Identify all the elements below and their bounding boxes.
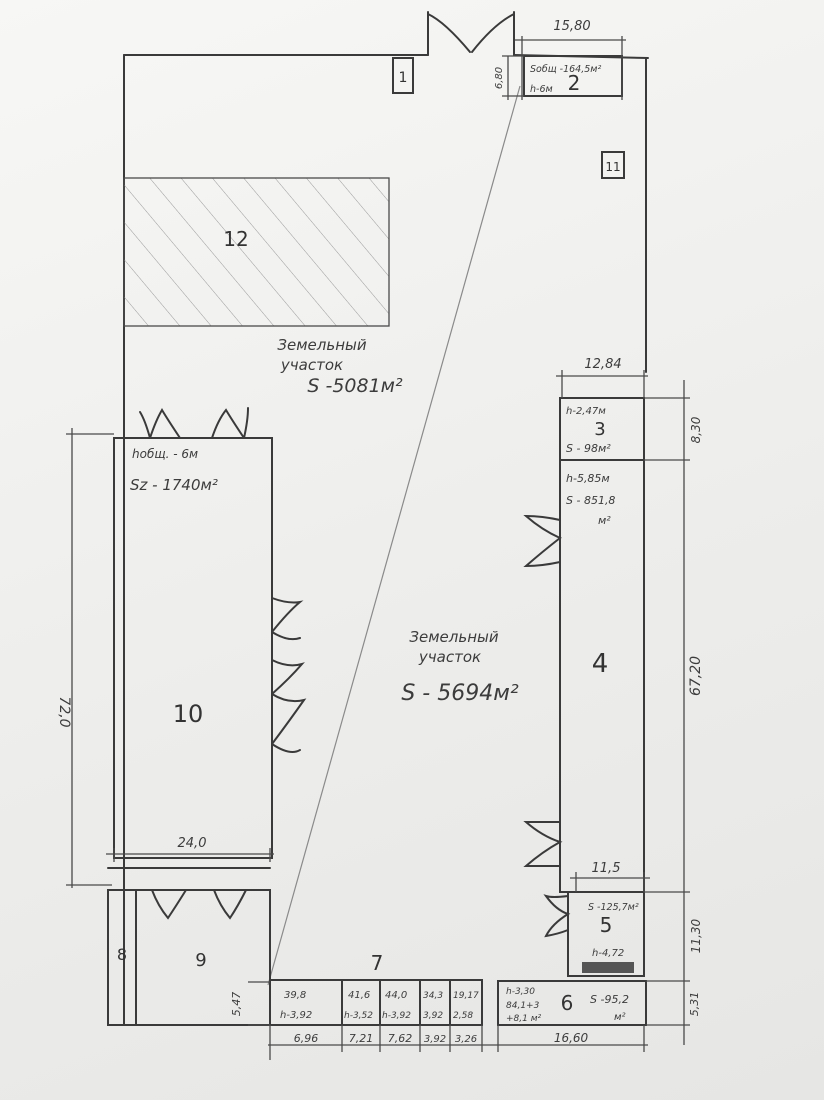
- building-10: [113, 407, 307, 859]
- label-building-8: 8: [117, 945, 127, 964]
- b4-height: h-5,85м: [566, 472, 610, 485]
- gate-top: [427, 11, 515, 56]
- dim-b3-height: 8,30: [689, 416, 703, 443]
- dim-b5-height: 11,30: [689, 918, 703, 953]
- b5-height: h-4,72: [592, 948, 624, 959]
- building-7: [269, 979, 483, 1026]
- land-lower-line1: Земельный: [409, 628, 498, 646]
- label-building-7: 7: [371, 951, 384, 975]
- b6-line2: 84,1+3: [506, 1001, 540, 1011]
- b2-height: h-6м: [530, 84, 553, 95]
- land-upper-area: S -5081м²: [307, 375, 403, 397]
- b3-height: h-2,47м: [566, 406, 606, 417]
- b7-cell-1-height: h-3,92: [280, 1010, 312, 1021]
- dim-top-height: 6,80: [494, 67, 505, 89]
- land-lower-line2: участок: [418, 648, 481, 666]
- dim-bottom-1: 6,96: [294, 1032, 319, 1045]
- b4-unit: м²: [598, 514, 611, 527]
- plot-division-line: [267, 85, 521, 986]
- building-1: [392, 57, 414, 94]
- dim-b5-width: 11,5: [592, 861, 621, 876]
- b6-unit: м²: [614, 1012, 626, 1023]
- b6-area: S -95,2: [590, 993, 629, 1006]
- dim-b4-height: 67,20: [688, 656, 704, 696]
- b7-cell-1-area: 39,8: [284, 990, 306, 1001]
- b10-height: hобщ. - 6м: [132, 447, 198, 461]
- label-building-2: 2: [568, 71, 581, 95]
- b7-cell-3-height: h-3,92: [382, 1011, 411, 1021]
- b7-cell-5-height: 2,58: [453, 1011, 473, 1021]
- building-6: [497, 980, 647, 1026]
- dimension-lines: [66, 36, 690, 1060]
- dim-bottom-5: 3,26: [455, 1034, 477, 1045]
- building-11: [601, 151, 625, 179]
- label-building-4: 4: [592, 649, 609, 679]
- b6-height: h-3,30: [506, 987, 535, 997]
- b7-cell-2-height: h-3,52: [344, 1011, 373, 1021]
- b7-cell-3-area: 44,0: [385, 990, 407, 1001]
- building-12: [123, 177, 390, 327]
- dim-b3-width: 12,84: [584, 357, 621, 372]
- dim-b6-height: 5,31: [688, 992, 701, 1017]
- label-building-3: 3: [594, 419, 605, 440]
- dim-b7-height: 5,47: [230, 992, 243, 1017]
- label-building-11: 11: [605, 160, 620, 174]
- b6-line3: +8,1 м²: [506, 1014, 542, 1024]
- land-lower-area: S - 5694м²: [401, 681, 518, 706]
- b7-cell-2-area: 41,6: [348, 990, 370, 1001]
- b3-area: S - 98м²: [566, 442, 611, 455]
- label-building-5: 5: [600, 913, 613, 937]
- building-9: [107, 867, 271, 1026]
- building-4: [523, 459, 645, 893]
- label-building-10: 10: [173, 700, 204, 728]
- b7-cell-5-area: 19,17: [453, 991, 479, 1001]
- dim-b10-height: 72,0: [56, 696, 72, 727]
- b4-area: S - 851,8: [566, 494, 615, 507]
- building-5: [543, 891, 645, 977]
- b10-area: Sz - 1740м²: [130, 476, 218, 494]
- dim-bottom-6: 16,60: [554, 1031, 589, 1045]
- b2-area: Sобщ -164,5м²: [530, 64, 601, 75]
- label-building-6: 6: [561, 991, 574, 1015]
- label-building-1: 1: [399, 70, 408, 86]
- b7-cell-4-height: 3,92: [423, 1011, 443, 1021]
- dim-bottom-3: 7,62: [388, 1032, 413, 1045]
- dim-bottom-2: 7,21: [349, 1032, 374, 1045]
- dim-bottom-4: 3,92: [424, 1034, 446, 1045]
- b5-area: S -125,7м²: [588, 902, 639, 913]
- land-upper-line1: Земельный: [277, 336, 366, 354]
- dim-top-width: 15,80: [553, 19, 590, 34]
- dim-b10-width: 24,0: [178, 836, 207, 851]
- land-upper-line2: участок: [280, 356, 343, 374]
- label-building-9: 9: [195, 950, 206, 971]
- b7-cell-4-area: 34,3: [423, 991, 443, 1001]
- label-building-12: 12: [223, 227, 248, 251]
